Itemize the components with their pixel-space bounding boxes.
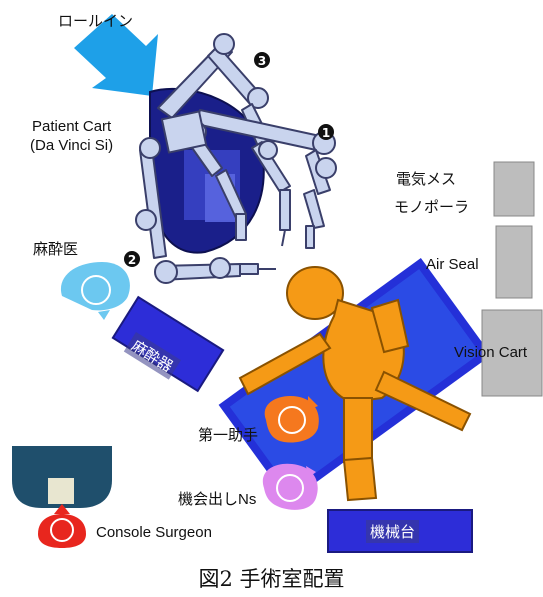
svg-text:3: 3 (258, 54, 266, 68)
surgeon-console (12, 446, 112, 508)
svg-text:2: 2 (128, 253, 136, 267)
instrument-table-label: 機械台 (366, 520, 420, 543)
roll-in-label: ロールイン (58, 13, 134, 30)
arm-marker-2: 2 (124, 251, 140, 267)
electrosurgery-label-line2: モノポーラ (394, 199, 470, 216)
arm-marker-3: 3 (254, 52, 270, 68)
scrub-nurse-label: 機会出しNs (178, 491, 257, 508)
robot-arms (135, 33, 337, 284)
scrub-nurse-figure (262, 463, 318, 510)
anesthesiologist-figure (60, 262, 130, 320)
anesthesiologist-label: 麻酔医 (33, 241, 79, 258)
patient-figure (238, 266, 472, 502)
air-seal-unit (495, 225, 533, 299)
air-seal-label: Air Seal (426, 256, 479, 273)
electrosurgery-label-line1: 電気メス (396, 171, 457, 188)
first-assistant-label: 第一助手 (198, 427, 259, 444)
console-surgeon-figure (38, 504, 86, 548)
electrosurgery-unit (493, 161, 535, 217)
roll-in-arrow (74, 14, 158, 96)
figure-caption: 図2 手術室配置 (198, 567, 345, 591)
svg-text:1: 1 (322, 126, 330, 140)
vision-cart (481, 309, 543, 397)
vision-cart-label: Vision Cart (454, 344, 528, 361)
arm-marker-1: 1 (318, 124, 334, 140)
console-surgeon-label: Console Surgeon (96, 524, 212, 541)
patient-cart-label-line2: (Da Vinci Si) (30, 137, 114, 154)
patient-cart-label-line1: Patient Cart (32, 118, 112, 135)
first-assistant-figure (264, 396, 319, 443)
